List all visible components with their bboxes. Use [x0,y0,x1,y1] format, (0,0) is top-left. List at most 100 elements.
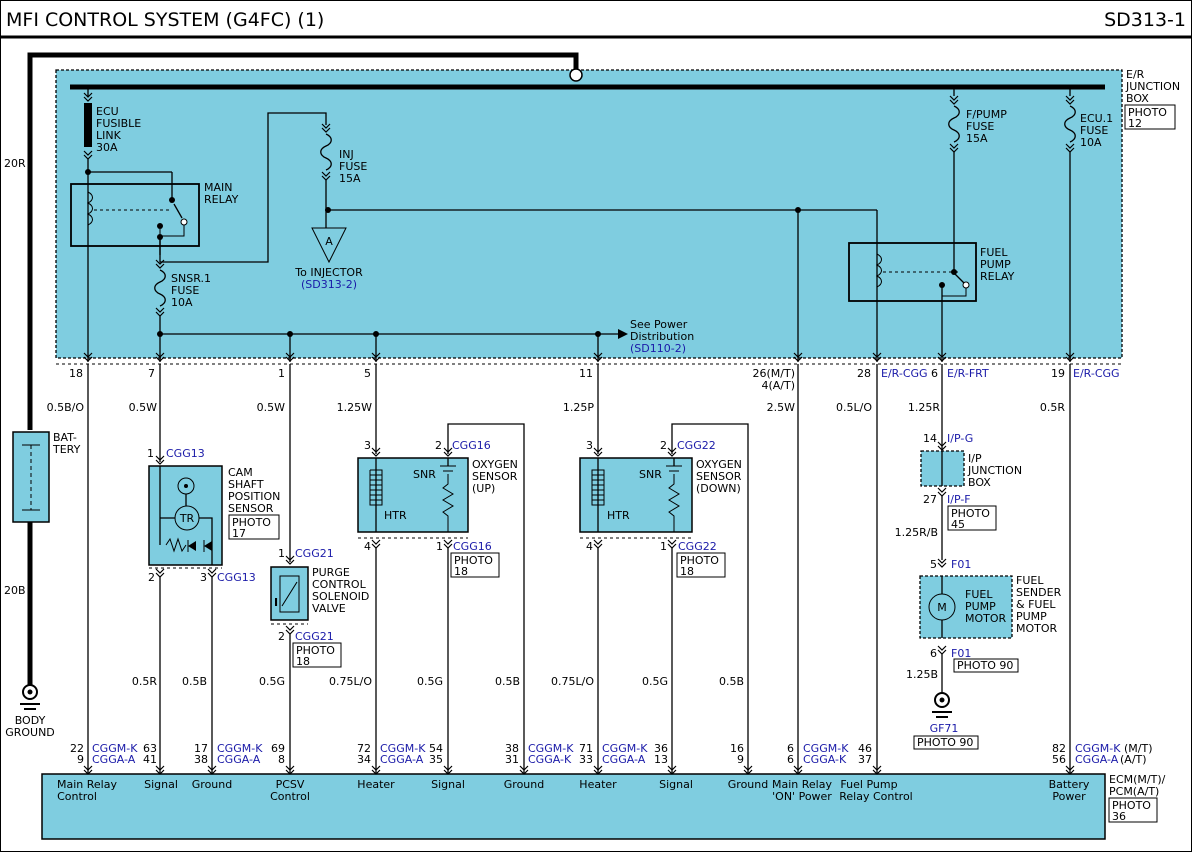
svg-text:E/R-CGG: E/R-CGG [1073,367,1120,380]
svg-text:F/PUMP: F/PUMP [966,108,1007,121]
svg-text:RELAY: RELAY [204,193,239,206]
svg-text:CGGM-K: CGGM-K [92,742,138,755]
svg-text:HTR: HTR [384,509,407,522]
svg-text:Ground: Ground [192,778,232,791]
svg-text:69: 69 [271,742,285,755]
svg-text:I/P-F: I/P-F [947,493,971,506]
svg-text:30A: 30A [96,141,118,154]
svg-text:45: 45 [951,518,965,531]
svg-text:CGGA-A: CGGA-A [1075,753,1119,766]
svg-text:(UP): (UP) [472,482,495,495]
svg-text:CGG22: CGG22 [678,540,717,553]
svg-text:FUSE: FUSE [339,160,367,173]
svg-text:SENSOR: SENSOR [696,470,742,483]
svg-text:CGGA-A: CGGA-A [602,753,646,766]
svg-text:LINK: LINK [96,129,122,142]
svg-text:POSITION: POSITION [228,490,280,503]
svg-text:Battery: Battery [1049,778,1090,791]
cam-shaft-position-sensor: TR 1 CGG13 CAM SHAFT POSITION SENSOR PHO… [147,447,280,584]
svg-text:41: 41 [143,753,157,766]
svg-text:CGG13: CGG13 [217,571,256,584]
inj-fuse: INJ FUSE 15A [320,123,367,185]
svg-text:MOTOR: MOTOR [965,612,1007,625]
svg-text:CGGM-K: CGGM-K [602,742,648,755]
svg-text:To INJECTOR: To INJECTOR [294,266,363,279]
svg-text:VALVE: VALVE [312,602,346,615]
svg-text:1: 1 [436,540,443,553]
svg-text:M: M [937,601,947,614]
svg-text:10A: 10A [171,296,193,309]
svg-text:PHOTO 90: PHOTO 90 [957,659,1013,672]
svg-text:2.5W: 2.5W [767,401,795,414]
svg-text:38: 38 [194,753,208,766]
svg-text:PHOTO: PHOTO [680,554,719,567]
svg-text:HTR: HTR [607,509,630,522]
oxygen-sensor-down: 3 2 CGG22 HTR SNR OXYGEN SENSOR (DOWN) 4… [579,423,749,774]
svg-text:BOX: BOX [968,476,991,489]
svg-text:6: 6 [787,742,794,755]
body-ground-label-2: GROUND [5,726,55,739]
svg-text:0.5G: 0.5G [417,675,443,688]
svg-text:See Power: See Power [630,318,688,331]
svg-text:OXYGEN: OXYGEN [472,458,518,471]
body-ground-label: BODY [15,714,46,727]
svg-text:0.5G: 0.5G [259,675,285,688]
svg-text:1.25P: 1.25P [563,401,594,414]
main-relay: MAIN RELAY [70,169,239,247]
svg-text:MAIN: MAIN [204,181,233,194]
svg-text:0.5B/O: 0.5B/O [47,401,85,414]
injector-connector: A To INJECTOR (SD313-2) [294,227,363,291]
svg-text:I/P: I/P [968,452,982,465]
svg-text:FUSIBLE: FUSIBLE [96,117,141,130]
svg-text:SNR: SNR [413,468,436,481]
svg-text:15A: 15A [339,172,361,185]
svg-text:1.25R/B: 1.25R/B [895,526,938,539]
svg-text:Heater: Heater [579,778,617,791]
svg-text:CGGA-K: CGGA-K [803,753,847,766]
ip-junction-box: 14 I/P-G I/P JUNCTION BOX 27 I/P-F PHOTO… [895,432,1022,539]
svg-text:TR: TR [179,512,195,525]
svg-text:Signal: Signal [659,778,693,791]
svg-text:46: 46 [858,742,872,755]
svg-text:Main Relay: Main Relay [772,778,832,791]
svg-text:PCM(A/T): PCM(A/T) [1109,785,1159,798]
ecm-pcm-label: ECM(M/T)/ PCM(A/T) PHOTO 36 [1108,773,1166,823]
svg-text:38: 38 [505,742,519,755]
svg-text:SOLENOID: SOLENOID [312,590,369,603]
svg-text:72: 72 [357,742,371,755]
svg-text:4: 4 [364,540,371,553]
svg-text:33: 33 [579,753,593,766]
svg-text:PCSV: PCSV [276,778,305,791]
svg-text:0.75L/O: 0.75L/O [551,675,594,688]
jb-pin-labels: 18 7 1 5 11 26(M/T) 4(A/T) 28 E/R-CGG 6 … [69,367,1120,392]
svg-text:5: 5 [930,558,937,571]
svg-text:0.5W: 0.5W [129,401,157,414]
svg-text:(M/T): (M/T) [1124,742,1153,755]
oxygen-sensor-up: 3 2 CGG16 HTR SNR OXYGEN SENSOR (UP) 4 1… [357,423,525,774]
svg-text:7: 7 [148,367,155,380]
svg-text:E/R: E/R [1126,68,1145,81]
svg-text:PURGE: PURGE [312,566,350,579]
svg-text:8: 8 [278,753,285,766]
svg-text:CGG16: CGG16 [453,540,492,553]
svg-text:4: 4 [586,540,593,553]
svg-text:54: 54 [429,742,443,755]
svg-text:PUMP: PUMP [980,258,1011,271]
svg-text:F01: F01 [951,558,971,571]
svg-text:(DOWN): (DOWN) [696,482,741,495]
svg-text:CGG21: CGG21 [295,547,334,560]
svg-text:CGG16: CGG16 [452,439,491,452]
svg-text:0.5L/O: 0.5L/O [836,401,872,414]
svg-text:Relay Control: Relay Control [839,790,912,803]
svg-text:31: 31 [505,753,519,766]
svg-text:CGGM-K: CGGM-K [380,742,426,755]
svg-text:2: 2 [148,571,155,584]
svg-text:E/R-FRT: E/R-FRT [947,367,989,380]
snsr1-fuse: SNSR.1 FUSE 10A [154,259,211,317]
svg-text:SNSR.1: SNSR.1 [171,272,211,285]
svg-text:CONTROL: CONTROL [312,578,367,591]
svg-text:CGGM-K: CGGM-K [803,742,849,755]
svg-text:2: 2 [660,439,667,452]
er-junction-box-label: E/R JUNCTION BOX PHOTO 12 [1124,68,1180,130]
